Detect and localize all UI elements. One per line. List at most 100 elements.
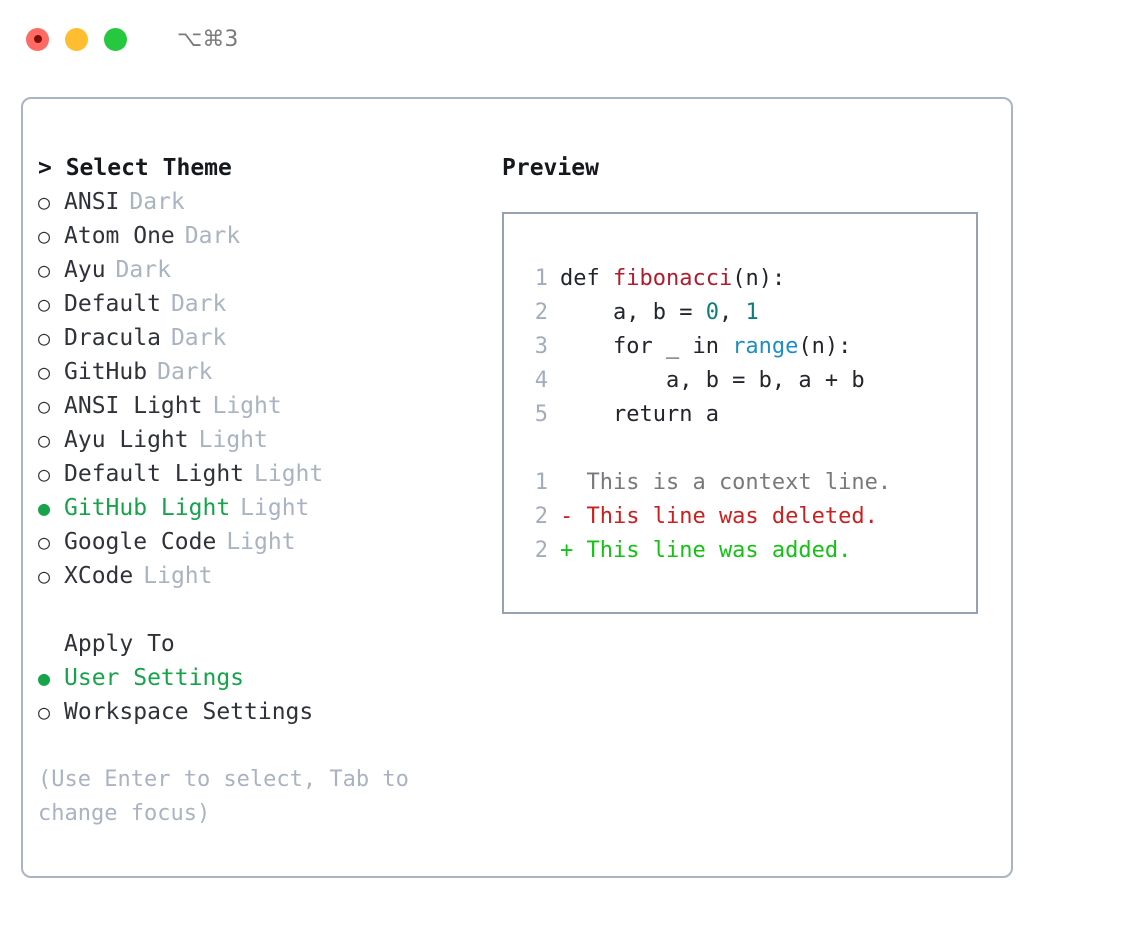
radio-icon: ○	[38, 700, 51, 724]
apply-to-header: Apply To	[64, 631, 175, 657]
theme-selector-panel: > Select Theme ○ ANSI Dark ○ Atom One Da…	[21, 97, 1013, 878]
theme-variant: Dark	[115, 257, 171, 283]
radio-icon: ○	[38, 326, 51, 350]
code-token: for _ in	[560, 334, 733, 359]
diff-text: This is a context line.	[560, 470, 892, 495]
keyboard-hint-text: (Use Enter to select, Tab to change focu…	[38, 767, 423, 826]
line-number: 3	[534, 334, 548, 359]
theme-name: ANSI	[64, 189, 120, 215]
code-token: a, b =	[560, 300, 706, 325]
apply-to-label: Workspace Settings	[64, 699, 314, 725]
theme-variant: Light	[212, 393, 282, 419]
theme-name: Ayu Light	[64, 427, 189, 453]
theme-variant: Dark	[157, 359, 213, 385]
window-titlebar: ⌥⌘3	[0, 0, 1140, 78]
theme-variant: Dark	[170, 291, 227, 317]
diff-line-deleted: 2 - This line was deleted.	[518, 500, 976, 534]
code-token: 1	[745, 300, 759, 325]
line-number: 1	[534, 470, 548, 495]
theme-option-ayu-dark[interactable]: ○ Ayu Dark	[38, 253, 488, 287]
preview-column: Preview 1 def fibonacci (n): 2 a, b = 0 …	[502, 151, 992, 614]
radio-icon: ○	[38, 428, 51, 452]
radio-icon: ○	[38, 292, 51, 316]
theme-option-ansi-dark[interactable]: ○ ANSI Dark	[38, 185, 488, 219]
line-number: 2	[534, 504, 548, 529]
theme-option-ayu-light[interactable]: ○ Ayu Light Light	[38, 423, 488, 457]
theme-variant: Dark	[170, 325, 227, 351]
theme-variant: Light	[254, 461, 324, 487]
code-line: 5 return a	[518, 398, 976, 432]
radio-icon: ○	[38, 224, 51, 248]
radio-selected-icon: ●	[38, 666, 51, 690]
theme-list[interactable]: ○ ANSI Dark ○ Atom One Dark ○ Ayu Dark	[38, 185, 488, 593]
theme-option-atom-one-dark[interactable]: ○ Atom One Dark	[38, 219, 488, 253]
code-line: 4 a, b = b, a + b	[518, 364, 976, 398]
radio-icon: ○	[38, 258, 51, 282]
code-token: return a	[560, 402, 719, 427]
code-token: def	[560, 266, 613, 291]
minimize-window-button[interactable]	[65, 27, 88, 51]
select-theme-header: > Select Theme	[38, 155, 232, 181]
preview-header: Preview	[502, 155, 599, 181]
line-number: 1	[534, 266, 548, 291]
radio-icon: ○	[38, 462, 51, 486]
theme-variant: Light	[198, 427, 268, 453]
theme-name: XCode	[64, 563, 134, 589]
radio-icon: ○	[38, 564, 51, 588]
code-token: fibonacci	[612, 266, 733, 291]
apply-to-section: Apply To ● User Settings ○ Workspace Set…	[38, 627, 488, 729]
theme-variant: Dark	[129, 189, 185, 215]
diff-line-added: 2 + This line was added.	[518, 534, 976, 568]
theme-name: Default Light	[64, 461, 245, 487]
theme-variant: Light	[226, 529, 296, 555]
code-token: ,	[718, 300, 746, 325]
keyboard-shortcut-label: ⌥⌘3	[177, 26, 239, 52]
apply-to-option-workspace-settings[interactable]: ○ Workspace Settings	[38, 695, 488, 729]
theme-name: Default	[64, 291, 161, 317]
theme-name: Google Code	[64, 529, 217, 555]
theme-name: Atom One	[64, 223, 175, 249]
theme-variant: Dark	[184, 223, 241, 249]
close-window-button[interactable]	[26, 27, 49, 51]
theme-option-dracula-dark[interactable]: ○ Dracula Dark	[38, 321, 488, 355]
line-number: 2	[534, 538, 548, 563]
diff-line-context: 1 This is a context line.	[518, 466, 976, 500]
code-token: (n):	[798, 334, 852, 359]
theme-option-default-light[interactable]: ○ Default Light Light	[38, 457, 488, 491]
theme-option-github-dark[interactable]: ○ GitHub Dark	[38, 355, 488, 389]
theme-option-xcode[interactable]: ○ XCode Light	[38, 559, 488, 593]
theme-name: GitHub Light	[64, 495, 231, 521]
zoom-window-button[interactable]	[104, 27, 127, 51]
theme-variant: Light	[240, 495, 310, 521]
line-number: 5	[534, 402, 548, 427]
code-token: range	[732, 334, 799, 359]
code-line: 2 a, b = 0 , 1	[518, 296, 976, 330]
code-token: (n):	[732, 266, 786, 291]
line-number: 2	[534, 300, 548, 325]
code-spacer	[518, 432, 976, 466]
code-token: 0	[705, 300, 719, 325]
theme-option-github-light[interactable]: ● GitHub Light Light	[38, 491, 488, 525]
radio-icon: ○	[38, 190, 51, 214]
code-token: a, b = b, a + b	[560, 368, 865, 393]
radio-icon: ○	[38, 394, 51, 418]
theme-name: Dracula	[64, 325, 161, 351]
theme-name: ANSI Light	[64, 393, 203, 419]
theme-option-default-dark[interactable]: ○ Default Dark	[38, 287, 488, 321]
theme-name: Ayu	[64, 257, 106, 283]
radio-icon: ○	[38, 360, 51, 384]
code-preview-box: 1 def fibonacci (n): 2 a, b = 0 , 1 3	[502, 212, 978, 614]
apply-to-label: User Settings	[64, 665, 245, 691]
theme-option-ansi-light[interactable]: ○ ANSI Light Light	[38, 389, 488, 423]
apply-to-option-user-settings[interactable]: ● User Settings	[38, 661, 488, 695]
theme-option-google-code[interactable]: ○ Google Code Light	[38, 525, 488, 559]
line-number: 4	[534, 368, 548, 393]
diff-text: + This line was added.	[560, 538, 852, 563]
theme-list-column: > Select Theme ○ ANSI Dark ○ Atom One Da…	[38, 151, 488, 831]
diff-text: - This line was deleted.	[560, 504, 878, 529]
theme-variant: Light	[143, 563, 213, 589]
radio-selected-icon: ●	[38, 496, 51, 520]
radio-icon: ○	[38, 530, 51, 554]
theme-name: GitHub	[64, 359, 148, 385]
